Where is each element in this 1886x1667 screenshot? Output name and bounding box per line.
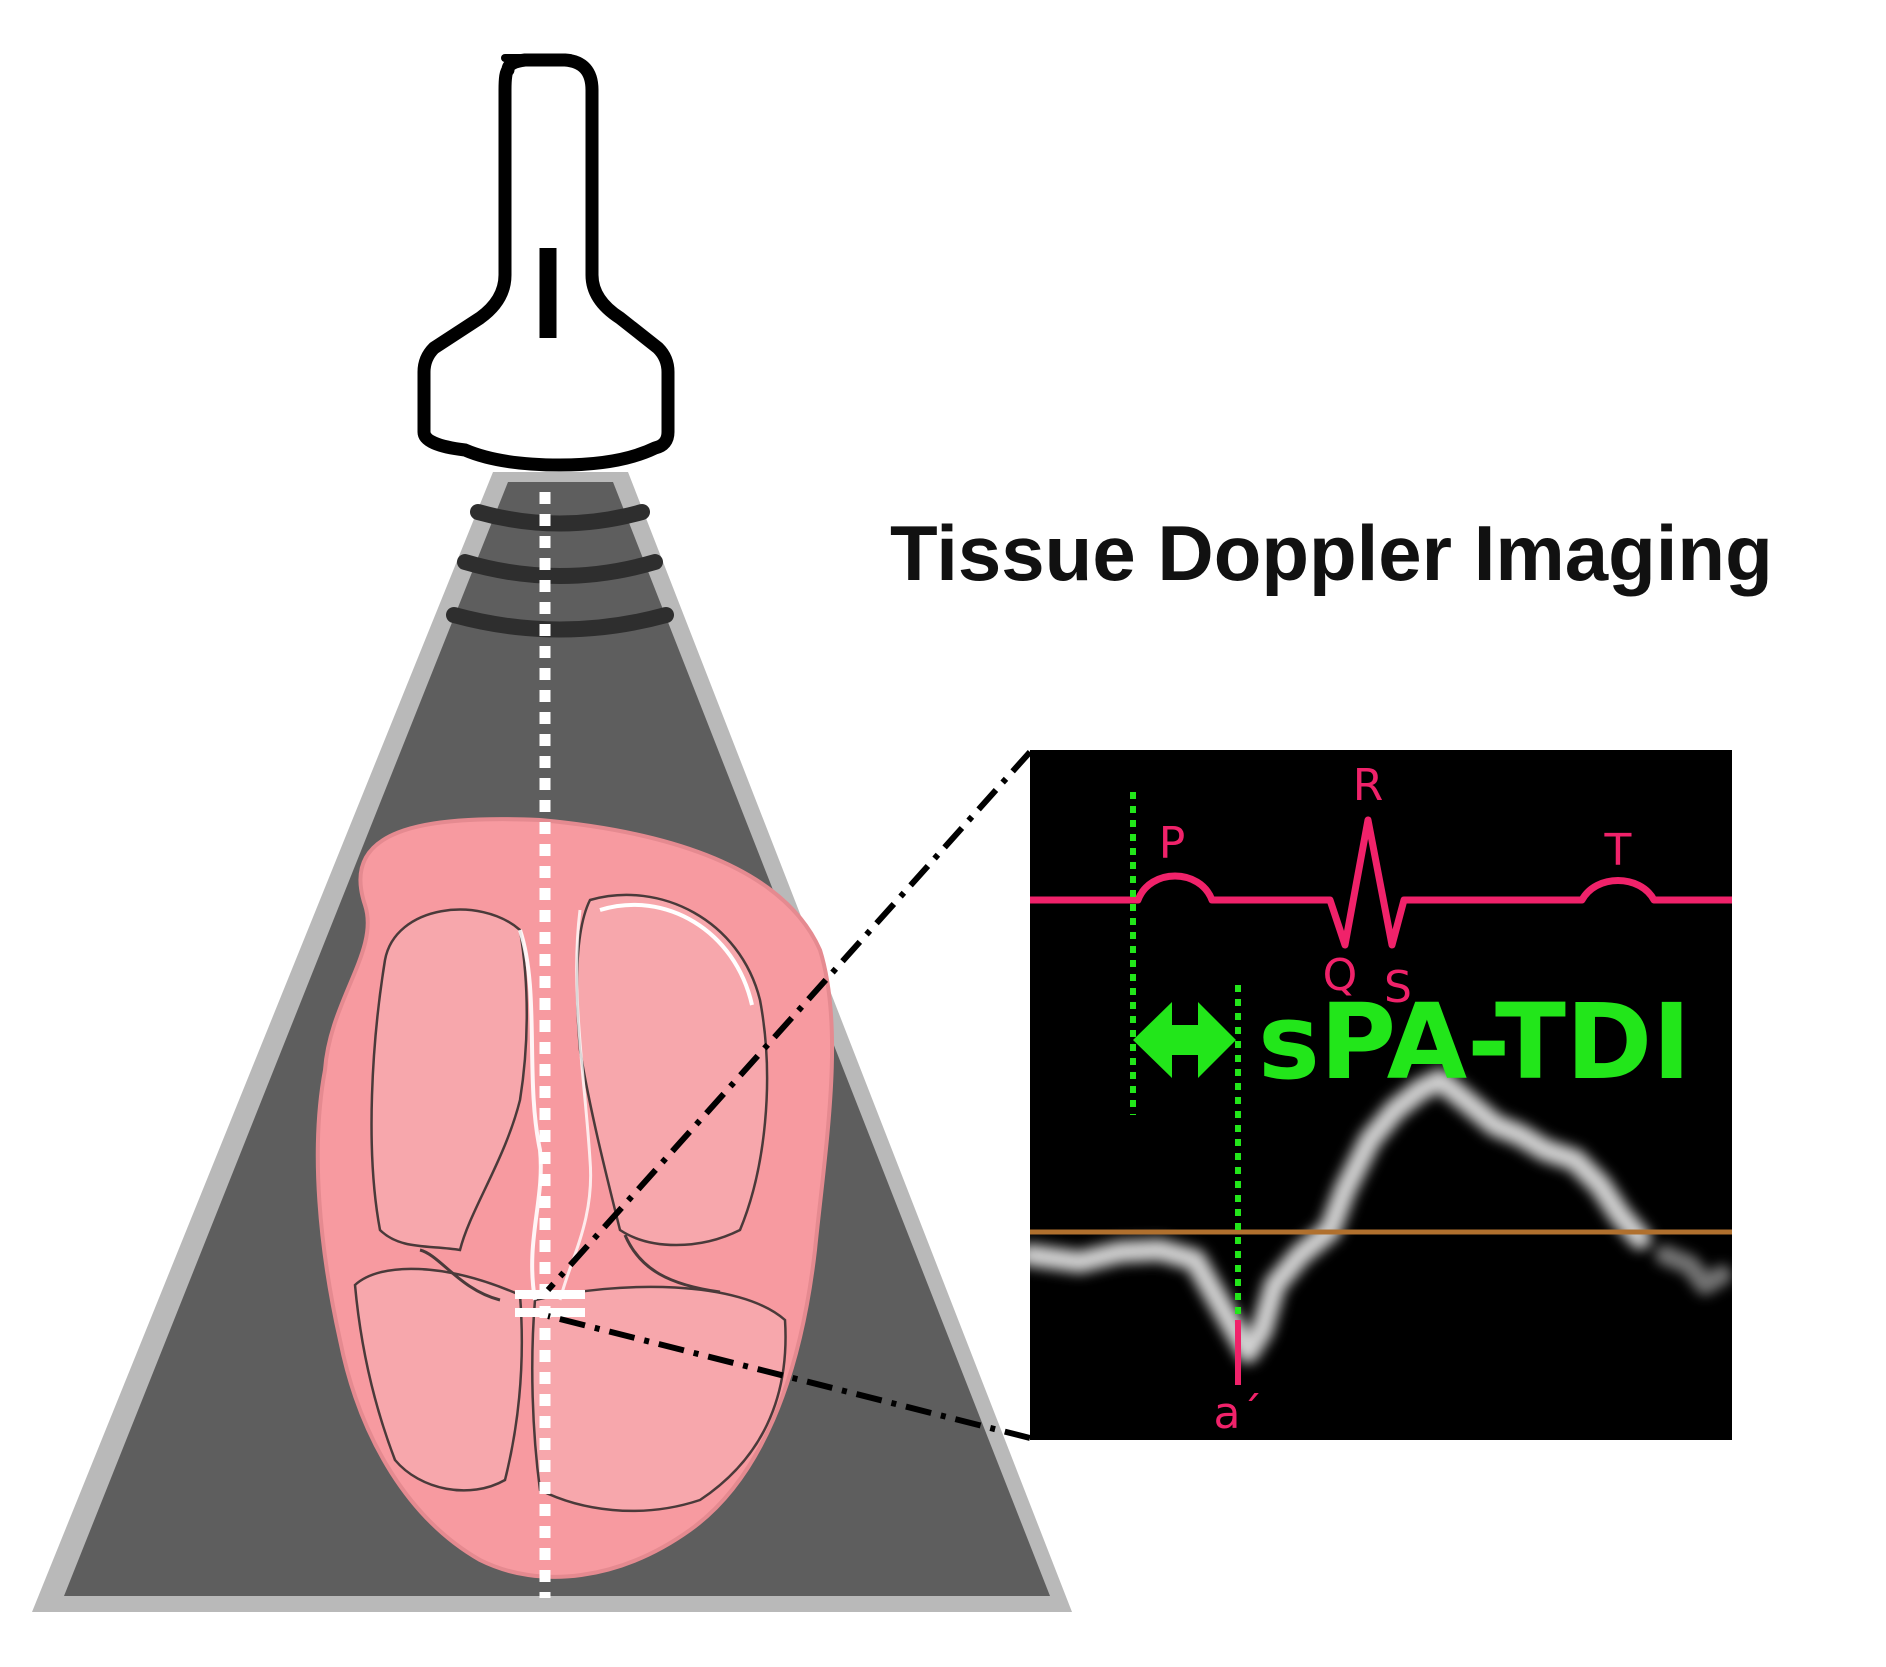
ultrasound-probe-icon <box>417 53 675 472</box>
ecg-label-r: R <box>1353 760 1384 811</box>
ecg-trace <box>1030 816 1732 949</box>
double-arrow-icon <box>1133 1002 1236 1078</box>
ultrasound-waves-icon <box>446 504 674 638</box>
ecg-label-t: T <box>1604 825 1632 876</box>
heart-four-chamber-icon <box>315 817 835 1579</box>
tdi-panel: P R Q S T sPA-TDI a´ <box>1030 750 1732 1440</box>
doppler-signal <box>1030 1068 1732 1364</box>
ecg-label-q: Q <box>1323 950 1358 1001</box>
ecg-label-p: P <box>1159 818 1186 869</box>
ecg-label-s: S <box>1384 962 1412 1013</box>
spa-tdi-label: sPA-TDI <box>1258 981 1691 1103</box>
zoom-connector <box>545 749 1033 1441</box>
title: Tissue Doppler Imaging <box>890 509 1773 597</box>
peak-label-a-prime: a´ <box>1214 1388 1263 1439</box>
sample-gate-marker <box>515 1290 585 1317</box>
